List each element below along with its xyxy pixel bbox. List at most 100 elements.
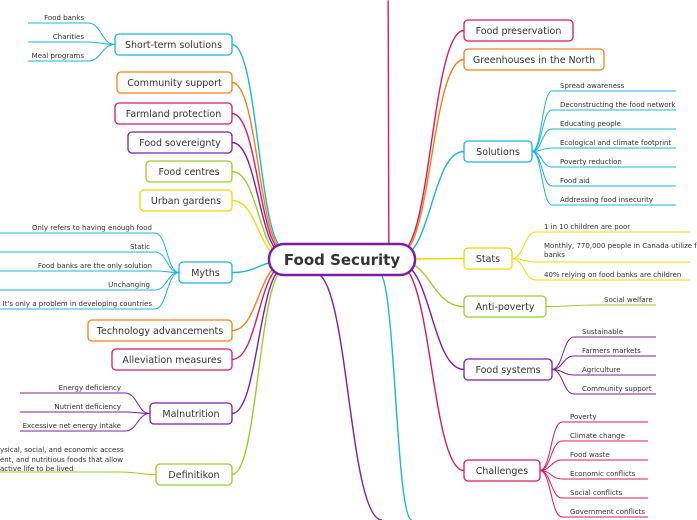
leaf-challenges-5[interactable]: Government conflicts [570, 508, 645, 516]
central-topic-box[interactable] [267, 242, 417, 277]
topic-box-myths[interactable] [178, 261, 233, 284]
leaf-food-systems-1[interactable]: Farmers markets [582, 347, 641, 355]
leaf-myths-2[interactable]: Food banks are the only solution [38, 262, 152, 270]
central-topic-label: Food Security [284, 251, 400, 269]
topic-challenges[interactable]: Challenges [463, 459, 541, 482]
leaf-challenges-0[interactable]: Poverty [570, 413, 596, 421]
topic-myths[interactable]: Myths [178, 261, 233, 284]
leaf-challenges-1[interactable]: Climate change [570, 432, 625, 440]
topic-food-centres[interactable]: Food centres [145, 160, 233, 183]
topic-box-community-support[interactable] [116, 71, 233, 94]
topic-community-support[interactable]: Community support [116, 71, 233, 94]
leaf-malnutrition-0[interactable]: Energy deficiency [59, 384, 121, 392]
leaf-malnutrition-1[interactable]: Nutrient deficiency [54, 403, 121, 411]
leaf-line-challenges-5 [539, 470, 563, 518]
topic-box-anti-poverty[interactable] [463, 295, 547, 318]
leaf-label: Government conflicts [570, 508, 645, 516]
topic-food-sovereignty[interactable]: Food sovereignty [127, 131, 233, 154]
leaf-label: Social welfare [604, 296, 653, 304]
leaf-challenges-4[interactable]: Social conflicts [570, 489, 622, 497]
topic-farmland-protection[interactable]: Farmland protection [114, 102, 233, 125]
leaf-label: Food aid [560, 177, 590, 185]
leaf-solutions-1[interactable]: Deconstructing the food network [560, 101, 676, 109]
leaf-solutions-4[interactable]: Poverty reduction [560, 158, 622, 166]
branch-line-malnutrition [231, 266, 286, 415]
topic-definition[interactable]: Definitikon [155, 463, 233, 486]
leaf-myths-3[interactable]: Unchanging [108, 281, 150, 289]
topic-label-challenges: Challenges [476, 466, 528, 477]
topic-short-term-solutions[interactable]: Short-term solutions [114, 33, 233, 56]
leaf-label: Poverty reduction [560, 158, 622, 166]
leaf-food-systems-0[interactable]: Sustainable [582, 328, 623, 336]
bottom-connector-2 [314, 272, 383, 520]
leaf-challenges-2[interactable]: Food waste [570, 451, 610, 459]
leaf-challenges-3[interactable]: Economic conflicts [570, 470, 636, 478]
leaf-food-systems-2[interactable]: Agriculture [582, 366, 621, 374]
leaf-short-term-solutions-1[interactable]: Charities [53, 33, 84, 41]
topic-stats[interactable]: Stats [463, 247, 513, 270]
leaf-malnutrition-2[interactable]: Excessive net energy intake [23, 422, 121, 430]
topic-box-urban-gardens[interactable] [139, 189, 233, 212]
leaf-myths-0[interactable]: Only refers to having enough food [32, 224, 152, 232]
leaf-label-line: ysical, social, and economic access [0, 446, 124, 454]
topic-label-myths: Myths [191, 268, 220, 279]
leaf-line-malnutrition-0 [124, 392, 151, 414]
topic-box-food-centres[interactable] [145, 160, 233, 183]
leaf-line-challenges-1 [539, 440, 563, 471]
leaf-stats-2[interactable]: 40% relying on food banks are children [544, 271, 681, 279]
topic-anti-poverty[interactable]: Anti-poverty [463, 295, 547, 318]
leaf-solutions-5[interactable]: Food aid [560, 177, 590, 185]
topic-box-technology-advancements[interactable] [87, 319, 233, 342]
leaf-line-food-systems-1 [551, 355, 575, 370]
leaf-label: Unchanging [108, 281, 150, 289]
topic-box-alleviation-measures[interactable] [111, 348, 233, 371]
topic-box-short-term-solutions[interactable] [114, 33, 233, 56]
topic-greenhouses-in-the-north[interactable]: Greenhouses in the North [463, 48, 605, 71]
topic-box-stats[interactable] [463, 247, 513, 270]
topic-box-food-sovereignty[interactable] [127, 131, 233, 154]
leaf-food-systems-3[interactable]: Community support [582, 385, 652, 393]
leaf-label: Poverty [570, 413, 596, 421]
leaf-line-short-term-solutions-0 [87, 22, 116, 45]
branch-line-definition [231, 268, 286, 476]
topic-alleviation-measures[interactable]: Alleviation measures [111, 348, 233, 371]
leaf-solutions-6[interactable]: Addressing food insecurity [560, 196, 653, 204]
leaf-myths-1[interactable]: Static [130, 243, 150, 251]
leaf-label: Charities [53, 33, 84, 41]
leaf-solutions-3[interactable]: Ecological and climate footprint [560, 139, 671, 147]
branch-line-community-support [231, 81, 286, 252]
topic-label-food-sovereignty: Food sovereignty [139, 138, 221, 149]
leaf-short-term-solutions-0[interactable]: Food banks [44, 14, 84, 22]
topic-box-definition[interactable] [155, 463, 233, 486]
leaf-anti-poverty-0[interactable]: Social welfare [604, 296, 653, 304]
central-topic[interactable]: Food Security [267, 242, 417, 277]
topic-label-greenhouses-in-the-north: Greenhouses in the North [473, 55, 595, 66]
topic-label-anti-poverty: Anti-poverty [476, 302, 535, 313]
topic-solutions[interactable]: Solutions [463, 140, 533, 163]
leaf-myths-4[interactable]: It's only a problem in developing countr… [3, 300, 153, 308]
topic-food-preservation[interactable]: Food preservation [463, 19, 574, 42]
leaf-line-food-systems-0 [551, 336, 575, 370]
topic-box-food-preservation[interactable] [463, 19, 574, 42]
leaf-stats-1[interactable]: Monthly, 770,000 people in Canada utiliz… [544, 242, 697, 259]
leaf-label: Nutrient deficiency [54, 403, 121, 411]
topic-box-greenhouses-in-the-north[interactable] [463, 48, 605, 71]
topic-box-food-systems[interactable] [463, 358, 553, 381]
leaf-solutions-2[interactable]: Educating people [560, 120, 621, 128]
topic-label-malnutrition: Malnutrition [162, 409, 219, 420]
leaf-label: Climate change [570, 432, 625, 440]
leaf-short-term-solutions-2[interactable]: Meal programs [32, 52, 85, 60]
topic-malnutrition[interactable]: Malnutrition [149, 402, 233, 425]
leaf-solutions-0[interactable]: Spread awareness [560, 82, 625, 90]
topic-box-solutions[interactable] [463, 140, 533, 163]
topic-food-systems[interactable]: Food systems [463, 358, 553, 381]
leaf-label: Addressing food insecurity [560, 196, 653, 204]
leaf-stats-0[interactable]: 1 in 10 children are poor [544, 223, 630, 231]
leaf-label-line: banks [544, 251, 565, 259]
topic-technology-advancements[interactable]: Technology advancements [87, 319, 233, 342]
topic-urban-gardens[interactable]: Urban gardens [139, 189, 233, 212]
topic-box-malnutrition[interactable] [149, 402, 233, 425]
topic-box-challenges[interactable] [463, 459, 541, 482]
leaf-definition-0[interactable]: ysical, social, and economic accessent, … [0, 446, 124, 473]
topic-box-farmland-protection[interactable] [114, 102, 233, 125]
